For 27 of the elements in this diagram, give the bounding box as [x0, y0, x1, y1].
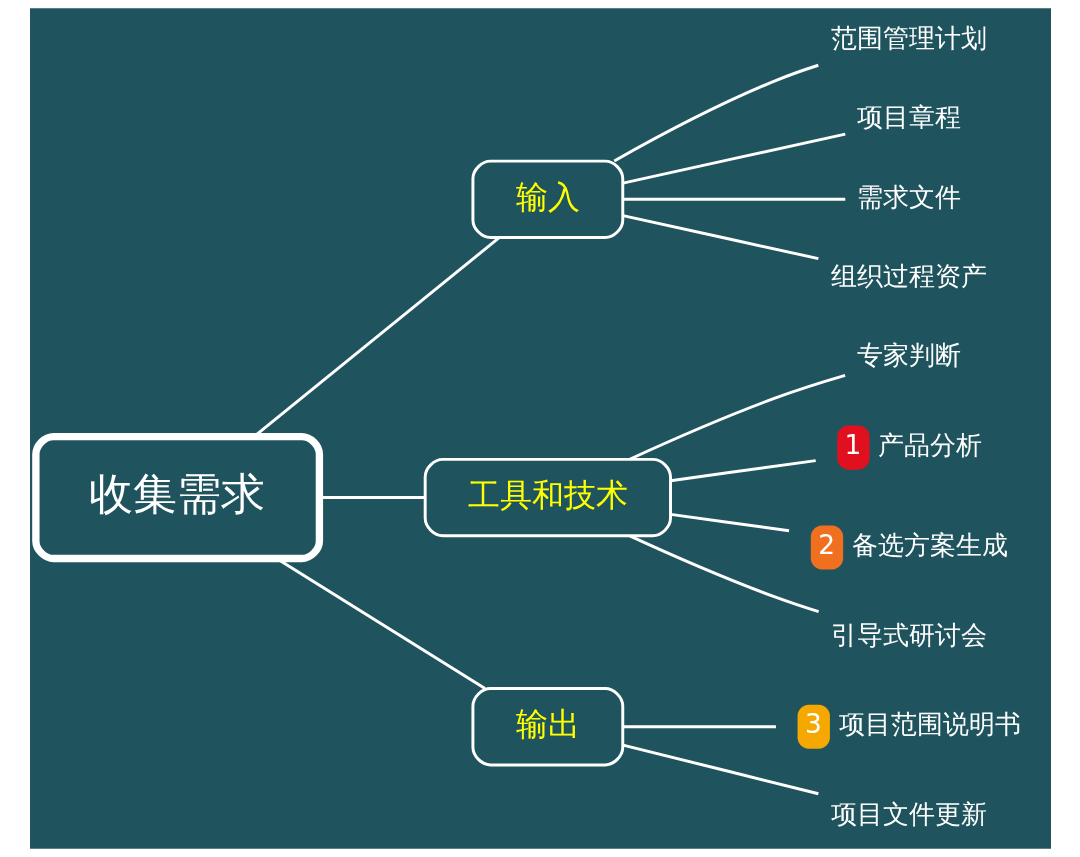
- connector: [628, 373, 846, 461]
- node-box: 1: [836, 425, 870, 470]
- node-text: 需求文件: [856, 180, 961, 212]
- connector: [622, 197, 845, 201]
- node-text: 专家判断: [856, 339, 961, 371]
- node-box: 2: [810, 525, 843, 570]
- node-box: 工具和技术: [423, 457, 672, 538]
- connector: [622, 132, 846, 185]
- node-box: 输出: [470, 687, 624, 767]
- connector: [669, 459, 816, 483]
- node-text: 范围管理计划: [830, 22, 987, 54]
- connector: [622, 743, 819, 796]
- node-label: 产品分析: [877, 429, 982, 461]
- node-box: 输入: [470, 159, 624, 239]
- node-box: 收集需求: [31, 432, 323, 563]
- connector: [622, 725, 776, 729]
- node-label: 备选方案生成: [851, 528, 1008, 560]
- node-text: 项目文件更新: [830, 797, 987, 829]
- node-label: 项目范围说明书: [838, 708, 1021, 740]
- connector: [613, 63, 819, 163]
- connector: [628, 534, 819, 614]
- connector: [669, 512, 789, 533]
- node-box: 3: [797, 704, 830, 749]
- connector: [622, 214, 819, 261]
- node-text: 组织过程资产: [830, 260, 987, 292]
- node-text: 项目章程: [856, 101, 961, 133]
- node-text: 引导式研讨会: [830, 618, 987, 650]
